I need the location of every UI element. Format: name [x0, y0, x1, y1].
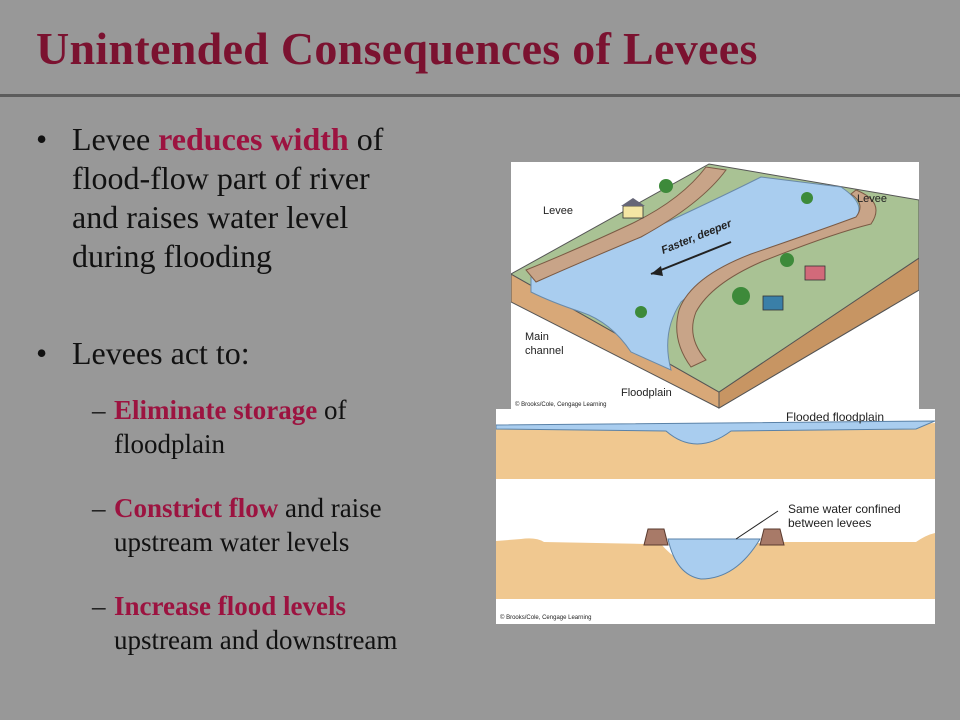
house-roof	[621, 198, 645, 206]
label-main-channel-2: channel	[525, 345, 564, 357]
levee-block-diagram-svg: Levee Levee Faster, deeper Main channel …	[509, 163, 920, 409]
levee-block-left	[643, 528, 669, 546]
levee-cross-section-diagram: Flooded floodplain Same water confined b…	[495, 409, 936, 624]
credit-top: © Brooks/Cole, Cengage Learning	[515, 401, 606, 408]
levee-left	[525, 166, 727, 283]
sub-text: and raise	[278, 493, 382, 523]
bullet-text: Levees act to:	[72, 335, 250, 371]
house	[804, 265, 826, 281]
highlight-text: Constrict flow	[114, 493, 279, 523]
label-flooded-floodplain: Flooded floodplain	[786, 410, 884, 424]
bullet-text-part: of	[348, 121, 384, 157]
sub-bullet-constrict-flow: – Constrict flow and raise upstream wate…	[92, 491, 492, 561]
confined-water	[667, 538, 761, 580]
sub-text: floodplain	[114, 429, 225, 459]
slide-title: Unintended Consequences of Levees	[36, 23, 758, 74]
label-levee-left: Levee	[543, 205, 573, 217]
soil-upper	[496, 423, 935, 479]
house	[622, 205, 644, 219]
label-levee-right: Levee	[857, 193, 887, 205]
label-floodplain: Floodplain	[621, 387, 672, 399]
label-confined-2: between levees	[788, 516, 871, 530]
highlight-reduces-width: reduces width	[158, 121, 349, 157]
tree	[659, 179, 673, 193]
sub-text: of	[317, 395, 347, 425]
tree	[732, 287, 750, 305]
flow-arrow-head	[651, 266, 663, 276]
dash-marker: –	[92, 395, 106, 425]
tree	[780, 253, 794, 267]
bullet-line: flood-flow part of river	[72, 160, 370, 196]
sub-text: upstream water levels	[114, 527, 350, 557]
levee-block-right	[759, 528, 785, 546]
bullet-marker: •	[36, 121, 48, 157]
bullet-levee-width: • Levee reduces width of flood-flow part…	[36, 120, 506, 290]
flooded-water	[495, 420, 936, 445]
tree	[801, 192, 813, 204]
highlight-text: Increase flood levels	[114, 591, 346, 621]
sub-text: upstream and downstream	[114, 625, 398, 655]
tree	[635, 306, 647, 318]
house	[762, 295, 784, 311]
dash-marker: –	[92, 493, 106, 523]
highlight-text: Eliminate storage	[114, 395, 318, 425]
label-main-channel-1: Main	[525, 331, 549, 343]
sub-bullet-eliminate-storage: – Eliminate storage of floodplain	[92, 393, 492, 463]
bullet-text-part: Levee	[72, 121, 159, 157]
label-confined-1: Same water confined	[788, 502, 901, 516]
bullet-levees-act: • Levees act to:	[36, 334, 436, 374]
bullet-line: during flooding	[72, 238, 272, 274]
bullet-marker: •	[36, 335, 48, 371]
sub-bullet-increase-flood: – Increase flood levels upstream and dow…	[92, 589, 512, 659]
credit-bottom: © Brooks/Cole, Cengage Learning	[500, 614, 591, 621]
pointer-line	[735, 510, 779, 540]
title-divider	[0, 94, 960, 97]
bullet-text: Levee reduces width of flood-flow part o…	[72, 120, 383, 276]
flow-arrow	[650, 241, 732, 275]
dash-marker: –	[92, 591, 106, 621]
levee-right	[676, 189, 877, 368]
bullet-line: and raises water level	[72, 199, 349, 235]
cross-section-svg: Flooded floodplain Same water confined b…	[495, 410, 936, 621]
levee-block-diagram: Levee Levee Faster, deeper Main channel …	[509, 162, 920, 410]
